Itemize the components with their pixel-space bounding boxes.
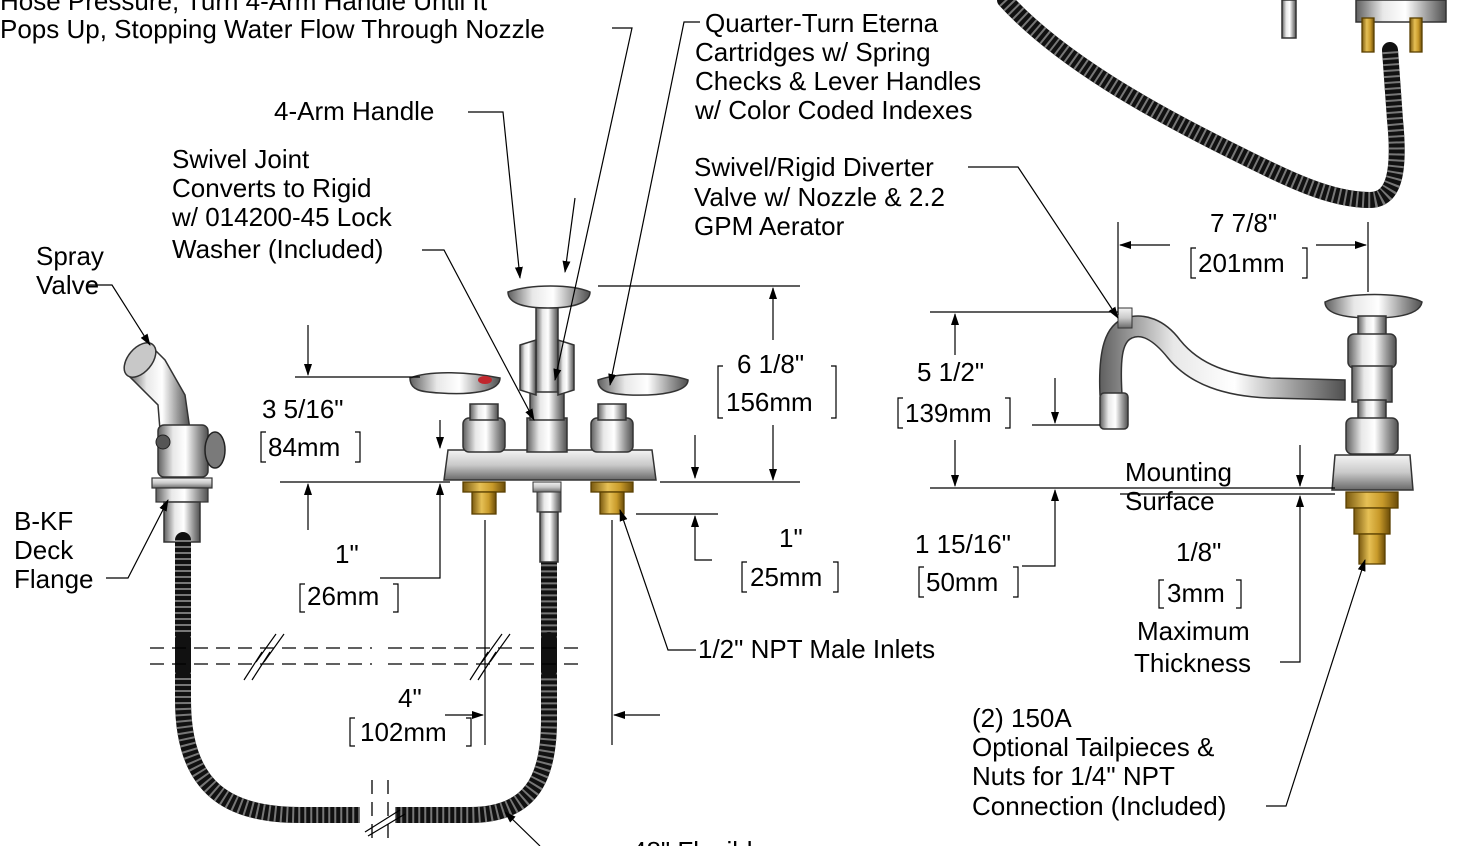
dim-1-in-left: 1"	[335, 539, 359, 569]
npt-inlets-label: 1/2" NPT Male Inlets	[698, 634, 935, 664]
spray-valve-drawing	[123, 342, 226, 543]
faucet-front-drawing	[409, 285, 689, 515]
four-arm-handle-label: 4-Arm Handle	[274, 96, 434, 126]
flange-line-2: Deck	[14, 535, 74, 565]
hose-break-lines	[150, 633, 585, 846]
swivel-line-4: Washer (Included)	[172, 234, 383, 264]
max-thickness-line-2: Thickness	[1134, 648, 1251, 678]
max-thickness-line-1: Maximum	[1137, 616, 1250, 646]
dim-50mm: 50mm	[926, 567, 998, 597]
swivel-line-3: w/ 014200-45 Lock	[171, 202, 393, 232]
tailpieces-line-3: Nuts for 1/4" NPT	[972, 761, 1175, 791]
tailpieces-line-2: Optional Tailpieces &	[972, 732, 1214, 762]
diverter-line-1: Swivel/Rigid Diverter	[694, 152, 934, 182]
swivel-line-1: Swivel Joint	[172, 144, 310, 174]
diverter-line-2: Valve w/ Nozzle & 2.2	[694, 182, 945, 212]
dimension-lines	[280, 222, 1369, 745]
flexible-hose-label: 48" Flexible	[632, 836, 767, 846]
tailpieces-line-4: Connection (Included)	[972, 791, 1226, 821]
dim-84mm: 84mm	[268, 432, 340, 462]
mounting-surface-line-1: Mounting	[1125, 457, 1232, 487]
top-hose-fragment	[997, 0, 1447, 208]
tailpieces-line-1: (2) 150A	[972, 703, 1072, 733]
dim-4-in: 4"	[398, 683, 422, 713]
dim-6-1-8-in: 6 1/8"	[737, 349, 804, 379]
cartridges-line-2: Cartridges w/ Spring	[695, 37, 931, 67]
flange-line-3: Flange	[14, 564, 94, 594]
dim-1-in-right: 1"	[779, 523, 803, 553]
mounting-surface-line-2: Surface	[1125, 486, 1215, 516]
hose-note-line-1: Hose Pressure, Turn 4-Arm Handle Until I…	[0, 0, 488, 16]
dim-201mm: 201mm	[1198, 248, 1285, 278]
spray-valve-line-2: Valve	[36, 270, 99, 300]
dim-5-1-2-in: 5 1/2"	[917, 357, 984, 387]
cartridges-line-1: Quarter-Turn Eterna	[705, 8, 939, 38]
callout-labels: Hose Pressure, Turn 4-Arm Handle Until I…	[0, 0, 1251, 846]
dim-1-15-16-in: 1 15/16"	[915, 529, 1011, 559]
leader-lines	[88, 21, 1366, 846]
dim-26mm: 26mm	[307, 581, 379, 611]
dim-25mm: 25mm	[750, 562, 822, 592]
mm-brackets	[260, 247, 1308, 747]
cartridges-line-3: Checks & Lever Handles	[695, 66, 981, 96]
faucet-side-drawing	[1098, 293, 1423, 565]
dim-3-5-16-in: 3 5/16"	[262, 394, 344, 424]
cartridges-line-4: w/ Color Coded Indexes	[694, 95, 972, 125]
dim-3mm: 3mm	[1167, 578, 1225, 608]
spray-valve-line-1: Spray	[36, 241, 104, 271]
dim-1-8-in: 1/8"	[1176, 537, 1221, 567]
flexible-hose-drawing	[150, 487, 590, 840]
flange-line-1: B-KF	[14, 506, 73, 536]
dim-156mm: 156mm	[726, 387, 813, 417]
swivel-line-2: Converts to Rigid	[172, 173, 371, 203]
dim-139mm: 139mm	[905, 398, 992, 428]
dim-7-7-8-in: 7 7/8"	[1210, 208, 1277, 238]
dim-102mm: 102mm	[360, 717, 447, 747]
hose-note-line-2: Pops Up, Stopping Water Flow Through Noz…	[0, 14, 545, 44]
diverter-line-3: GPM Aerator	[694, 211, 845, 241]
dimension-labels: 6 1/8" 156mm 3 5/16" 84mm 1" 26mm 1" 25m…	[262, 208, 1285, 747]
